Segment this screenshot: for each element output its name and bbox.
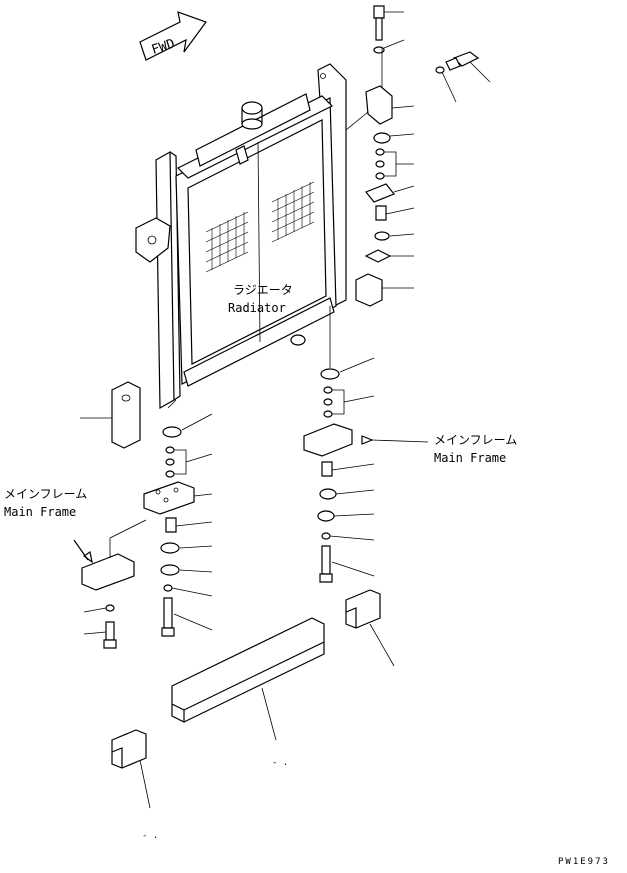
radiator-label-en: Radiator	[228, 301, 286, 315]
main-frame-right-en: Main Frame	[434, 451, 506, 465]
figure-code: PW1E973	[558, 857, 610, 867]
left-lower-mount-stack: メインフレーム Main Frame	[4, 381, 213, 649]
main-frame-left-en: Main Frame	[4, 505, 76, 519]
core-fins-right	[271, 181, 315, 243]
main-frame-left-jp: メインフレーム	[4, 487, 87, 501]
lower-blocks: - . - .	[111, 589, 395, 841]
core-fins-left	[205, 211, 249, 273]
fwd-label: FWD	[150, 36, 177, 58]
bar-callout-mark: - .	[272, 758, 288, 768]
main-frame-right-jp: メインフレーム	[434, 433, 517, 447]
right-lower-mount-stack: メインフレーム Main Frame	[303, 306, 517, 583]
block-callout-mark: - .	[142, 831, 158, 841]
fwd-arrow: FWD	[139, 11, 207, 61]
radiator-assembly: ラジエータ Radiator	[135, 63, 347, 410]
right-upper-mount-stack	[345, 5, 491, 307]
radiator-label-jp: ラジエータ	[233, 283, 293, 297]
